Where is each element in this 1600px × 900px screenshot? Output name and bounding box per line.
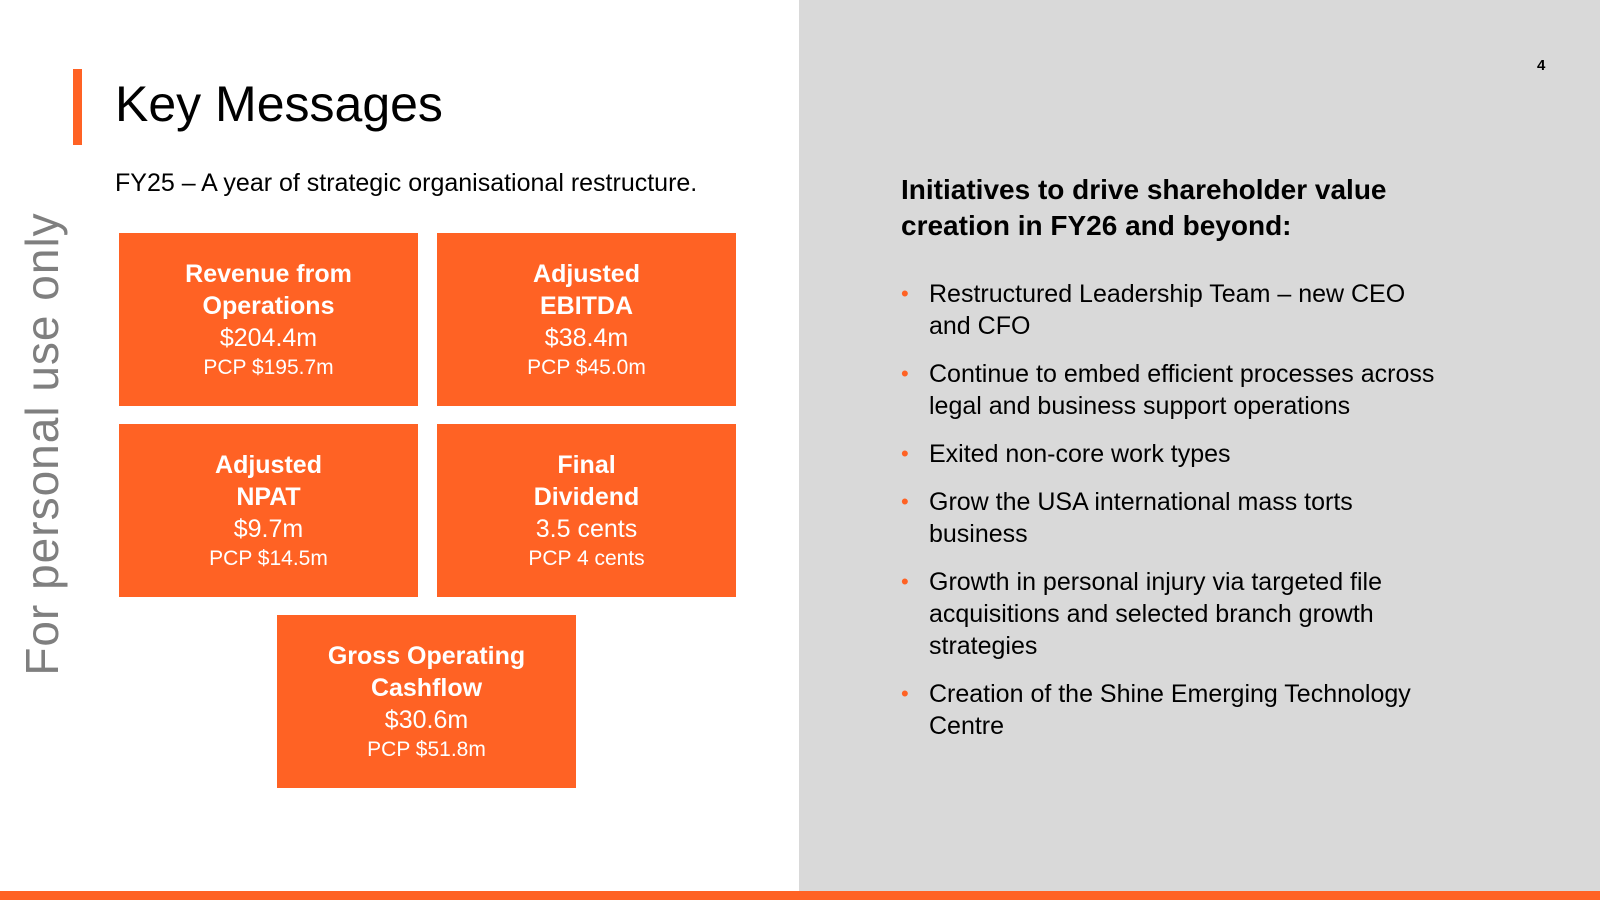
tile-value: $30.6m	[384, 705, 469, 734]
list-item-text: Exited non-core work types	[929, 440, 1231, 468]
list-item-text: Restructured Leadership Team – new CEO a…	[929, 280, 1406, 340]
tile-ebitda: Adjusted EBITDA $38.4m PCP $45.0m	[437, 233, 736, 406]
page-title: Key Messages	[115, 76, 443, 132]
tile-pcp: PCP $14.5m	[209, 546, 328, 570]
tile-label: Operations	[202, 291, 335, 320]
tile-cashflow: Gross Operating Cashflow $30.6m PCP $51.…	[277, 615, 576, 788]
list-item-text: Growth in personal injury via targeted f…	[929, 568, 1383, 660]
tile-pcp: PCP 4 cents	[528, 546, 645, 570]
right-panel	[799, 0, 1600, 891]
bullet-icon: •	[901, 489, 909, 514]
list-item: • Grow the USA international mass torts b…	[901, 486, 1441, 550]
page-subtitle: FY25 – A year of strategic organisationa…	[115, 169, 698, 197]
tile-label: Gross Operating	[327, 641, 526, 670]
tile-value: $9.7m	[233, 514, 304, 543]
list-item: • Restructured Leadership Team – new CEO …	[901, 278, 1441, 342]
bullet-icon: •	[901, 281, 909, 306]
list-item-text: Grow the USA international mass torts bu…	[929, 488, 1353, 548]
bullet-icon: •	[901, 441, 909, 466]
bullet-icon: •	[901, 361, 909, 386]
list-item: • Creation of the Shine Emerging Technolo…	[901, 678, 1441, 742]
tile-label: Adjusted	[215, 450, 322, 479]
watermark-text: For personal use only	[16, 212, 68, 676]
title-accent-bar	[73, 69, 82, 145]
tile-value: $38.4m	[544, 323, 629, 352]
watermark-container: For personal use only	[12, 196, 72, 692]
initiatives-list: • Restructured Leadership Team – new CEO …	[901, 278, 1441, 758]
list-item-text: Creation of the Shine Emerging Technolog…	[929, 680, 1411, 740]
tile-pcp: PCP $51.8m	[367, 737, 486, 761]
tile-label: NPAT	[236, 482, 301, 511]
tile-label: Dividend	[533, 482, 640, 511]
list-item: • Continue to embed efficient processes a…	[901, 358, 1441, 422]
tile-pcp: PCP $195.7m	[203, 355, 334, 379]
bottom-accent-bar	[0, 891, 1600, 900]
initiatives-heading-line: Initiatives to drive shareholder value	[901, 174, 1387, 205]
list-item: • Exited non-core work types	[901, 438, 1441, 470]
tile-dividend: Final Dividend 3.5 cents PCP 4 cents	[437, 424, 736, 597]
tile-pcp: PCP $45.0m	[527, 355, 646, 379]
tile-revenue: Revenue from Operations $204.4m PCP $195…	[119, 233, 418, 406]
tile-label: Cashflow	[370, 673, 483, 702]
bullet-icon: •	[901, 681, 909, 706]
list-item-text: Continue to embed efficient processes ac…	[929, 360, 1435, 420]
tile-label: Adjusted	[533, 259, 640, 288]
list-item: • Growth in personal injury via targeted …	[901, 566, 1441, 662]
tile-value: 3.5 cents	[535, 514, 638, 543]
tile-npat: Adjusted NPAT $9.7m PCP $14.5m	[119, 424, 418, 597]
tile-label: Final	[557, 450, 616, 479]
initiatives-heading: Initiatives to drive shareholder value c…	[901, 172, 1461, 244]
initiatives-heading-line: creation in FY26 and beyond:	[901, 210, 1292, 241]
bullet-icon: •	[901, 569, 909, 594]
tile-value: $204.4m	[219, 323, 318, 352]
tile-label: Revenue from	[185, 259, 352, 288]
tile-label: EBITDA	[539, 291, 634, 320]
page-number: 4	[1537, 57, 1546, 74]
